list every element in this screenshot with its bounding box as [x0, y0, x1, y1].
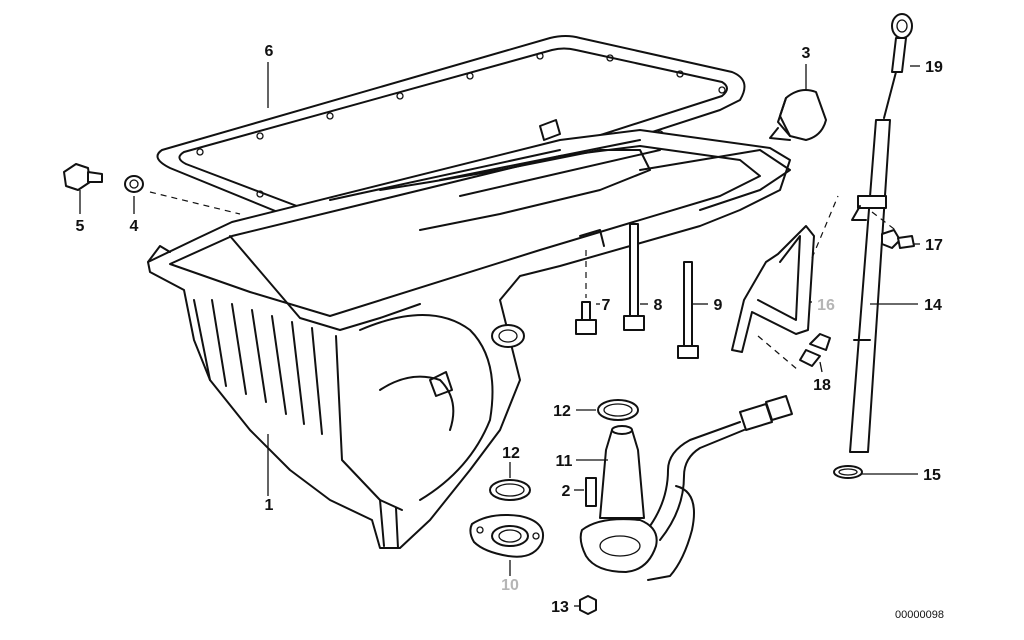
callout-11: 11 [556, 453, 573, 470]
tube-axis-line [871, 211, 899, 233]
callout-17: 17 [925, 237, 943, 254]
dipstick [883, 13, 913, 119]
callout-1: 1 [265, 497, 274, 514]
bolt-8 [623, 223, 645, 331]
callout-5: 5 [76, 218, 85, 235]
callout-12-lower: 12 [502, 445, 520, 462]
cover-plate [469, 514, 544, 558]
callout-19: 19 [925, 59, 943, 76]
callout-15: 15 [923, 467, 941, 484]
dipstick-guide-tube [849, 119, 891, 453]
clip-axis-line [811, 195, 839, 259]
plug-axis-line [149, 191, 241, 215]
callout-3: 3 [802, 45, 811, 62]
callout-12-upper: 12 [553, 403, 571, 420]
callout-14: 14 [924, 297, 942, 314]
nut-13 [579, 595, 597, 615]
stud-2 [585, 477, 597, 507]
dipstick-holder-bracket [731, 225, 815, 353]
bracket-axis-line [757, 335, 799, 371]
callout-10: 10 [501, 577, 519, 594]
o-ring-15 [833, 465, 863, 479]
leader-lines [79, 62, 920, 607]
callout-2: 2 [562, 483, 571, 500]
callout-4: 4 [130, 218, 139, 235]
oil-pan-gasket [156, 35, 746, 234]
o-ring-12-lower [489, 479, 531, 501]
sealing-washer [124, 175, 144, 193]
callout-7: 7 [602, 297, 611, 314]
cover-cap [769, 89, 827, 141]
callout-18: 18 [813, 377, 831, 394]
stud-9 [677, 261, 699, 359]
drawing-number: 00000098 [895, 609, 944, 621]
callout-8: 8 [654, 297, 663, 314]
bolt-18 [799, 333, 831, 367]
callout-13: 13 [551, 599, 569, 616]
bolt-17 [881, 229, 915, 249]
callout-6: 6 [265, 43, 274, 60]
drain-plug [63, 163, 103, 191]
callout-9: 9 [714, 297, 723, 314]
oil-level-sensor [579, 395, 793, 581]
bolt-7 [575, 301, 597, 335]
o-ring-12-upper [597, 399, 639, 421]
callout-16: 16 [817, 297, 835, 314]
